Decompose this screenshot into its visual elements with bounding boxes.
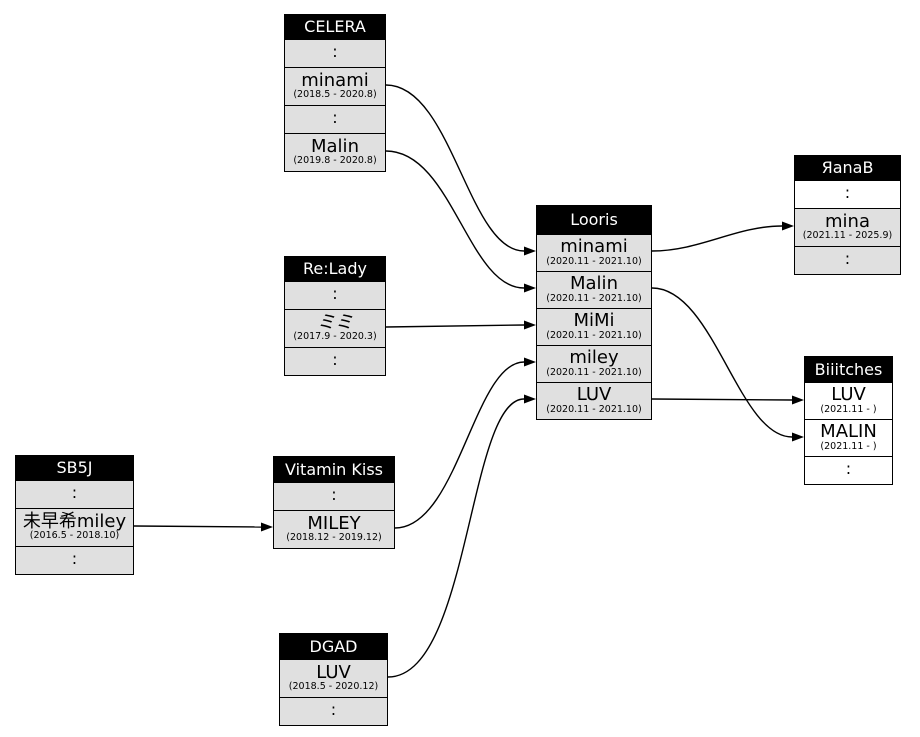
group-title: ЯanaB	[795, 156, 900, 180]
group-title: Vitamin Kiss	[274, 457, 394, 482]
arrowhead	[524, 357, 536, 367]
member-row: LUV (2021.11 - )	[805, 382, 892, 419]
member-dates: (2020.11 - 2021.10)	[546, 255, 642, 267]
group-box-vitamin-kiss: Vitamin Kiss : MILEY (2018.12 - 2019.12)	[273, 456, 395, 549]
arrowhead	[792, 395, 804, 405]
group-title: Looris	[537, 206, 651, 234]
group-box-celera: CELERA : minami (2018.5 - 2020.8) : Mali…	[284, 14, 386, 172]
member-name: ミミ	[317, 311, 353, 333]
group-title: Re:Lady	[285, 257, 385, 281]
member-row: mina (2021.11 - 2025.9)	[795, 208, 900, 246]
member-dates: (2020.11 - 2021.10)	[546, 292, 642, 304]
ellipsis-row: :	[280, 697, 387, 725]
group-box-dgad: DGAD LUV (2018.5 - 2020.12) :	[279, 633, 388, 726]
member-name: Malin	[570, 273, 618, 295]
member-row: LUV (2018.5 - 2020.12)	[280, 659, 387, 697]
group-box-sb5j: SB5J : 未早希miley (2016.5 - 2018.10) :	[15, 455, 134, 575]
member-row: LUV (2020.11 - 2021.10)	[537, 382, 651, 419]
ellipsis-row: :	[805, 456, 892, 484]
edge-celera-malin-to-looris-malin	[385, 150, 536, 293]
edge-path	[133, 525, 262, 528]
group-title: CELERA	[285, 15, 385, 39]
edge-path	[385, 84, 525, 252]
member-row: miley (2020.11 - 2021.10)	[537, 345, 651, 382]
edge-path	[385, 324, 525, 328]
arrowhead	[524, 394, 536, 404]
arrowhead	[261, 522, 273, 532]
ellipsis-row: :	[274, 482, 394, 510]
member-row: ミミ (2017.9 - 2020.3)	[285, 309, 385, 347]
ellipsis-row: :	[16, 546, 133, 574]
member-dates: (2020.11 - 2021.10)	[546, 329, 642, 341]
edge-path	[394, 361, 525, 529]
arrowhead	[782, 221, 794, 231]
member-dates: (2018.5 - 2020.8)	[293, 89, 377, 101]
arrowhead	[524, 283, 536, 293]
ellipsis-row: :	[795, 180, 900, 208]
member-name: LUV	[316, 661, 351, 683]
arrowhead	[524, 320, 536, 330]
arrowhead	[524, 246, 536, 256]
edge-path	[387, 398, 525, 678]
group-box-biiitches: Biiitches LUV (2021.11 - ) MALIN (2021.1…	[804, 356, 893, 485]
member-dates: (2016.5 - 2018.10)	[29, 530, 120, 542]
edge-looris-luv-to-biiitches-luv	[651, 395, 804, 405]
member-name: minami	[560, 236, 628, 258]
ellipsis-row: :	[285, 281, 385, 309]
member-dates: (2019.8 - 2020.8)	[293, 155, 377, 167]
edge-looris-minami-to-ranab-mina	[651, 221, 794, 252]
member-name: minami	[301, 69, 369, 91]
member-dates: (2018.12 - 2019.12)	[286, 532, 382, 544]
member-name: LUV	[831, 384, 866, 406]
member-name: LUV	[576, 384, 612, 406]
member-name: 未早希miley	[22, 510, 127, 532]
ellipsis-row: :	[285, 105, 385, 133]
group-box-relady: Re:Lady : ミミ (2017.9 - 2020.3) :	[284, 256, 386, 376]
group-title: Biiitches	[805, 357, 892, 382]
edge-path	[385, 150, 525, 289]
member-row: 未早希miley (2016.5 - 2018.10)	[16, 508, 133, 546]
edge-path	[651, 398, 793, 401]
member-dates: (2020.11 - 2021.10)	[546, 403, 642, 415]
edge-path	[651, 287, 793, 438]
group-box-ranab: ЯanaB : mina (2021.11 - 2025.9) :	[794, 155, 901, 275]
member-row: minami (2020.11 - 2021.10)	[537, 234, 651, 271]
member-name: miley	[569, 347, 619, 369]
member-row: Malin (2019.8 - 2020.8)	[285, 133, 385, 171]
member-row: minami (2018.5 - 2020.8)	[285, 67, 385, 105]
member-dates: (2017.9 - 2020.3)	[293, 331, 377, 343]
group-title: SB5J	[16, 456, 133, 480]
member-name: MILEY	[307, 512, 361, 534]
edge-vk-miley-to-looris-miley	[394, 357, 536, 529]
member-name: mina	[825, 210, 870, 232]
ellipsis-row: :	[285, 39, 385, 67]
member-row: MILEY (2018.12 - 2019.12)	[274, 510, 394, 548]
edge-sb5j-miley-to-vk-miley	[133, 522, 273, 532]
group-title: DGAD	[280, 634, 387, 659]
member-name: MALIN	[820, 421, 877, 443]
ellipsis-row: :	[795, 246, 900, 274]
member-dates: (2018.5 - 2020.12)	[288, 681, 379, 693]
member-dates: (2021.11 - 2025.9)	[802, 230, 893, 242]
edge-relady-mimi-to-looris-mimi	[385, 320, 536, 330]
edge-dgad-luv-to-looris-luv	[387, 394, 536, 678]
member-dates: (2020.11 - 2021.10)	[546, 366, 642, 378]
member-row: MALIN (2021.11 - )	[805, 419, 892, 456]
edge-celera-minami-to-looris-minami	[385, 84, 536, 256]
member-row: Malin (2020.11 - 2021.10)	[537, 271, 651, 308]
ellipsis-row: :	[16, 480, 133, 508]
member-name: Malin	[311, 135, 359, 157]
member-dates: (2021.11 - )	[820, 403, 877, 415]
arrowhead	[792, 432, 804, 442]
member-dates: (2021.11 - )	[820, 440, 877, 452]
member-name: MiMi	[573, 310, 615, 332]
ellipsis-row: :	[285, 347, 385, 375]
edge-path	[651, 225, 783, 252]
group-box-looris: Looris minami (2020.11 - 2021.10) Malin …	[536, 205, 652, 420]
edge-looris-malin-to-biiitches-malin	[651, 287, 804, 442]
member-row: MiMi (2020.11 - 2021.10)	[537, 308, 651, 345]
